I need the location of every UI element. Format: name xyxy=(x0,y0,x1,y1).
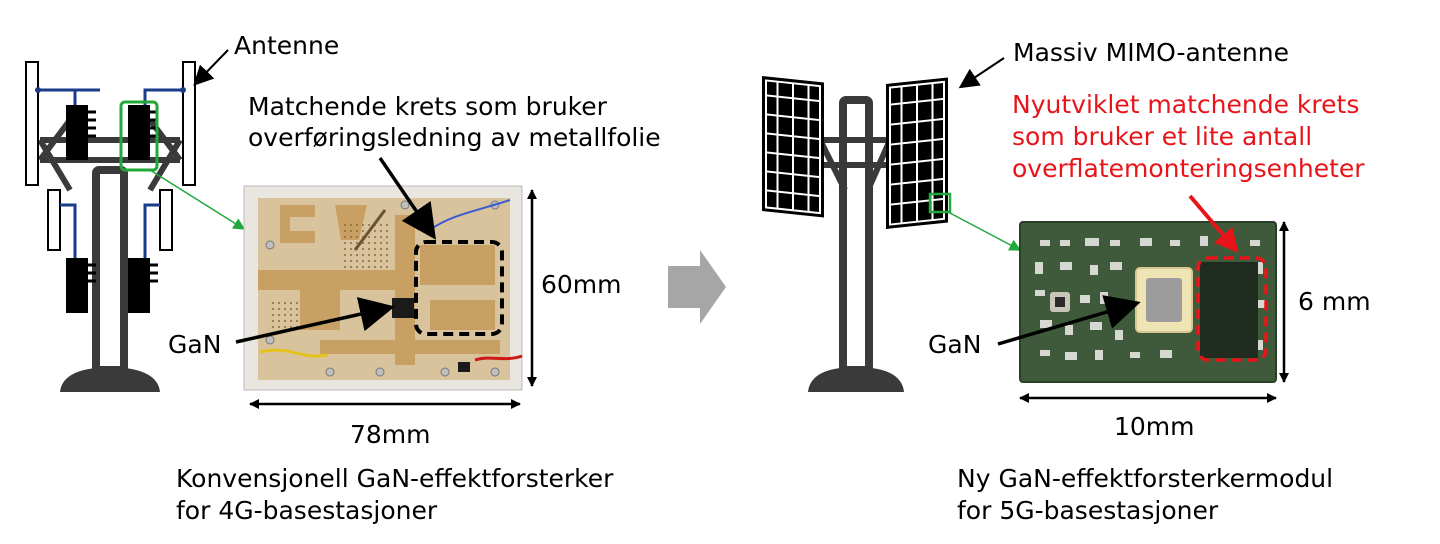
gan-pointer-4g xyxy=(235,297,395,344)
new-circuit-pointer-5g xyxy=(1188,194,1239,254)
matching-circuit-box-4g xyxy=(414,240,504,336)
antenna-tower-4g xyxy=(25,61,196,392)
antenna-tower-5g xyxy=(762,75,952,392)
caption-5g-line1: Ny GaN-effektforsterkermodul xyxy=(957,464,1334,493)
height-label-5g: 6 mm xyxy=(1298,287,1371,316)
width-label-4g: 78mm xyxy=(350,420,431,449)
highlight-box-green xyxy=(119,100,159,172)
gan-label-4g: GaN xyxy=(168,330,222,359)
module-photo-5g xyxy=(1019,221,1277,383)
new-circuit-label-line2: som bruker et lite antall xyxy=(1012,122,1313,151)
highlight-box-green-5g xyxy=(928,192,952,214)
antenna-pointer-4g xyxy=(193,49,229,86)
matching-label-4g-line2: overføringsledning av metallfolie xyxy=(248,123,661,152)
gan-label-5g: GaN xyxy=(928,330,982,359)
width-label-5g: 10mm xyxy=(1114,412,1195,441)
transition-arrow xyxy=(668,250,726,324)
height-label-4g: 60mm xyxy=(541,270,622,299)
pcb-photo-4g xyxy=(243,185,523,391)
antenna-label-4g: Antenne xyxy=(234,31,340,60)
matching-label-4g-line1: Matchende krets som bruker xyxy=(248,92,607,121)
matching-pointer-4g xyxy=(378,157,436,240)
green-leader-4g xyxy=(149,169,246,230)
new-circuit-label-line1: Nyutviklet matchende krets xyxy=(1012,90,1360,119)
antenna-label-5g: Massiv MIMO-antenne xyxy=(1013,38,1289,67)
antenna-pointer-5g xyxy=(958,57,1005,89)
new-circuit-label-line3: overflatemonteringsenheter xyxy=(1012,154,1365,183)
green-leader-5g xyxy=(947,211,1022,251)
caption-4g-line1: Konvensjonell GaN-effektforsterker xyxy=(176,464,614,493)
gan-pointer-5g xyxy=(997,295,1141,346)
caption-5g-line2: for 5G-basestasjoner xyxy=(957,496,1219,525)
matching-circuit-box-5g xyxy=(1196,256,1268,362)
caption-4g-line2: for 4G-basestasjoner xyxy=(176,496,438,525)
